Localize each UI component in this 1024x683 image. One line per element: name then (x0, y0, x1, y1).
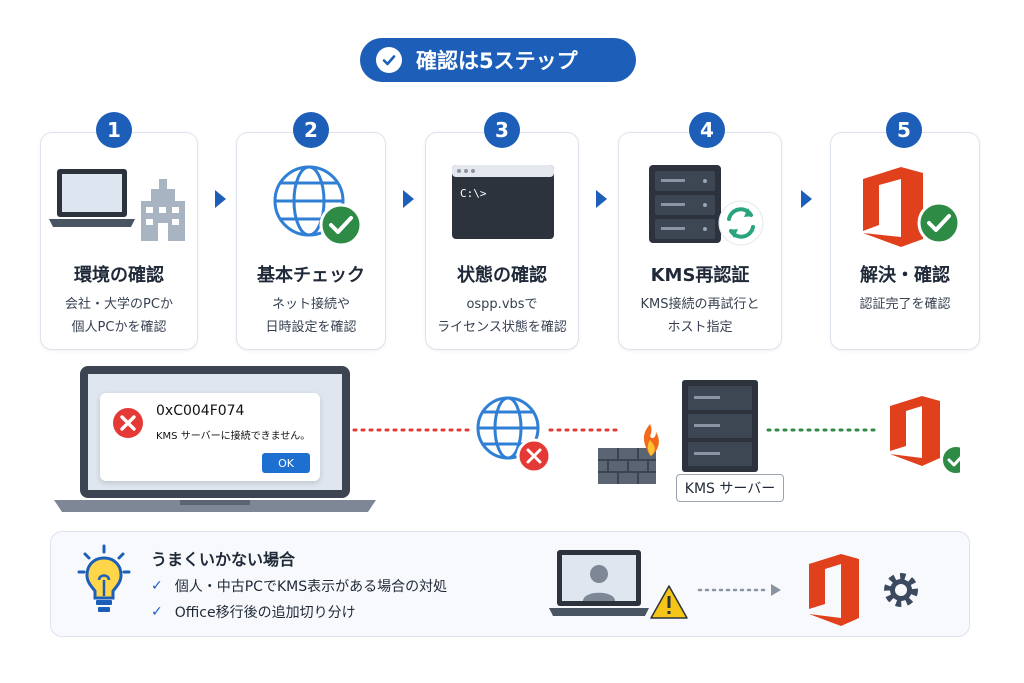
step-desc-2: ネット接続や 日時設定を確認 (265, 297, 357, 335)
ok-button[interactable]: OK (262, 453, 310, 473)
terminal-prompt: C:\> (460, 187, 487, 200)
tips-box: うまくいかない場合 ✓ 個人・中古PCでKMS表示がある場合の対処 ✓ Offi… (50, 531, 970, 637)
checkmark-icon: ✓ (151, 578, 163, 594)
globe-check-icon (237, 161, 385, 253)
step-card-4: KMS再認証 KMS接続の再試行と ホスト指定 (618, 132, 782, 350)
arrow-right-icon (403, 190, 414, 208)
error-code: 0xC004F074 (156, 403, 245, 419)
tips-title: うまくいかない場合 (151, 550, 296, 569)
terminal-icon: C:\> (426, 161, 578, 253)
step-number-5: 5 (886, 112, 922, 148)
step-title-4: KMS再認証 (650, 265, 750, 286)
step-number-2: 2 (293, 112, 329, 148)
lightbulb-icon (77, 544, 131, 612)
error-dialog: 0xC004F074 KMS サーバーに接続できません。 OK (100, 393, 320, 481)
step-title-1: 環境の確認 (74, 265, 164, 286)
arrow-right-icon (215, 190, 226, 208)
tip-text: Office移行後の追加切り分け (174, 605, 356, 621)
step-card-5: 解決・確認 認証完了を確認 (830, 132, 980, 350)
gear-icon (884, 573, 918, 607)
step-card-2: 基本チェック ネット接続や 日時設定を確認 (236, 132, 386, 350)
server-refresh-icon (619, 161, 781, 253)
connection-diagram (352, 380, 960, 484)
step-number-4: 4 (689, 112, 725, 148)
kms-server-icon (682, 380, 758, 472)
error-icon (113, 408, 143, 438)
title-pill: 確認は5ステップ (360, 38, 636, 82)
step-card-1: 環境の確認 会社・大学のPCか 個人PCかを確認 (40, 132, 198, 350)
step-desc-3: ospp.vbsで ライセンス状態を確認 (437, 297, 567, 335)
tip-text: 個人・中古PCでKMS表示がある場合の対処 (174, 579, 448, 595)
arrow-right-icon (596, 190, 607, 208)
laptop-building-icon (41, 161, 197, 253)
error-message: KMS サーバーに接続できません。 (156, 431, 311, 442)
arrow-right-icon (771, 584, 781, 596)
user-laptop-icon (549, 550, 649, 616)
step-title-3: 状態の確認 (457, 265, 547, 286)
title-text: 確認は5ステップ (416, 49, 578, 73)
step-desc-5: 認証完了を確認 (859, 297, 951, 312)
office-logo-icon (809, 554, 859, 626)
office-check-icon (831, 161, 979, 253)
step-desc-4: KMS接続の再試行と ホスト指定 (640, 297, 760, 335)
step-desc-1: 会社・大学のPCか 個人PCかを確認 (65, 297, 173, 335)
check-circle-icon (376, 47, 402, 73)
firewall-icon (598, 424, 659, 484)
warning-icon (650, 585, 688, 619)
step-number-3: 3 (484, 112, 520, 148)
office-check-icon (890, 396, 960, 475)
tip-item: ✓ Office移行後の追加切り分け (151, 602, 356, 622)
arrow-right-icon (801, 190, 812, 208)
kms-server-label: KMS サーバー (676, 474, 784, 502)
tip-item: ✓ 個人・中古PCでKMS表示がある場合の対処 (151, 576, 447, 596)
step-title-5: 解決・確認 (860, 265, 950, 286)
globe-error-icon (476, 396, 552, 474)
step-card-3: C:\> 状態の確認 ospp.vbsで ライセンス状態を確認 (425, 132, 579, 350)
checkmark-icon: ✓ (151, 604, 163, 620)
step-title-2: 基本チェック (257, 265, 365, 286)
tips-illustration (549, 550, 918, 626)
step-number-1: 1 (96, 112, 132, 148)
